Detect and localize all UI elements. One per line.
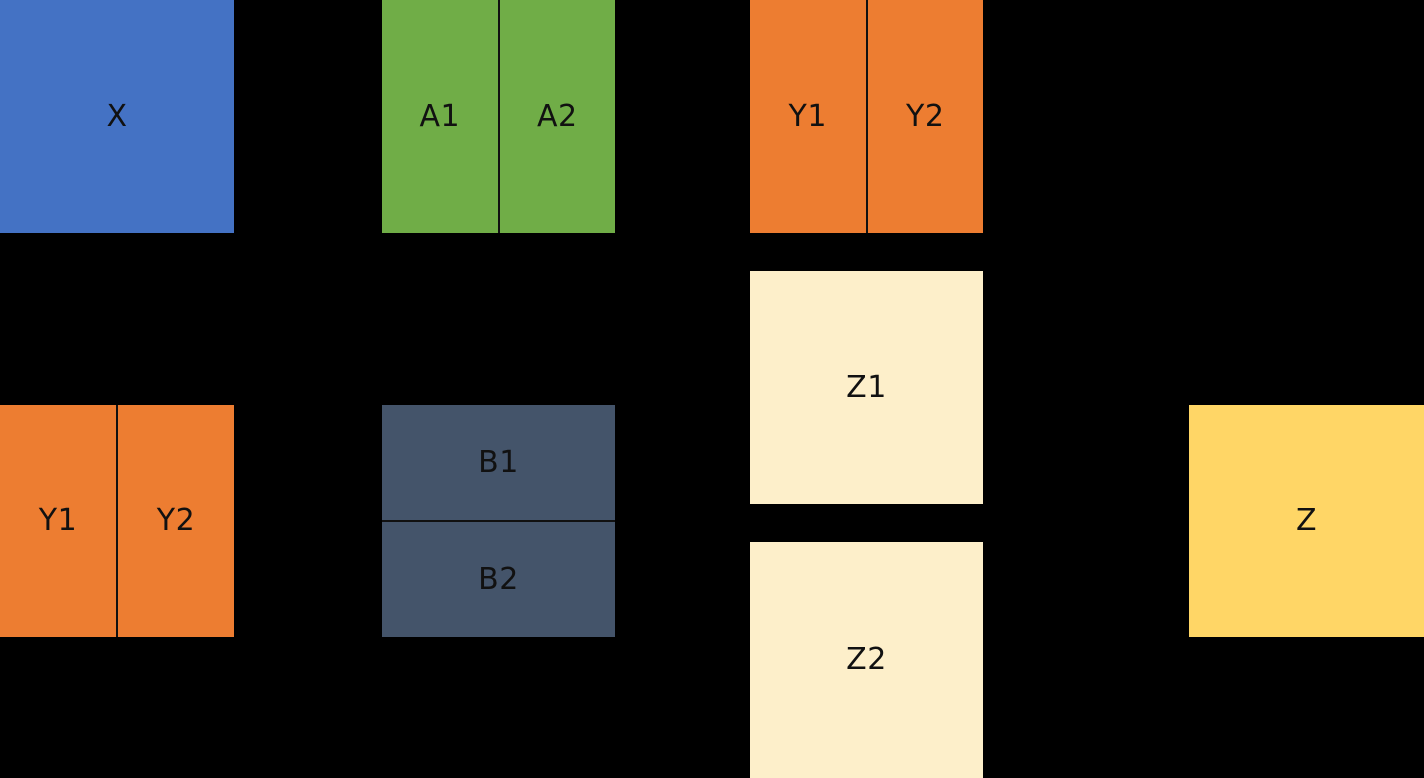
cell-x[interactable]: X — [0, 0, 234, 233]
cell-z[interactable]: Z — [1189, 405, 1424, 637]
cell-b1-label: B1 — [478, 444, 519, 480]
cell-z2-label: Z2 — [846, 642, 887, 677]
cell-y1-bottom-label: Y1 — [38, 503, 78, 538]
cell-y2-bottom-label: Y2 — [156, 503, 196, 538]
cell-y1-bottom[interactable]: Y1 — [0, 405, 116, 637]
cell-b1[interactable]: B1 — [382, 405, 615, 520]
cell-a2-label: A2 — [536, 98, 578, 134]
cell-z1-label: Z1 — [846, 369, 887, 405]
cell-x-label: X — [106, 98, 128, 134]
block-a[interactable]: A1 A2 — [382, 0, 615, 233]
cell-a2[interactable]: A2 — [497, 0, 616, 233]
cell-y2-top-label: Y2 — [906, 98, 945, 134]
cell-a1[interactable]: A1 — [382, 0, 498, 233]
cell-y2-bottom[interactable]: Y2 — [116, 405, 234, 637]
block-x[interactable]: X — [0, 0, 234, 233]
cell-y1-top-label: Y1 — [788, 98, 827, 134]
cell-b2-label: B2 — [478, 561, 519, 597]
cell-z2[interactable]: Z2 — [750, 542, 983, 778]
block-y-bottom[interactable]: Y1 Y2 — [0, 405, 234, 637]
cell-z-label: Z — [1295, 503, 1318, 538]
block-z1[interactable]: Z1 — [750, 271, 983, 504]
cell-y1-top[interactable]: Y1 — [750, 0, 866, 233]
block-z[interactable]: Z — [1189, 405, 1424, 637]
block-z2[interactable]: Z2 — [750, 542, 983, 778]
block-y-top[interactable]: Y1 Y2 — [750, 0, 983, 233]
cell-y2-top[interactable]: Y2 — [865, 0, 984, 233]
cell-z1[interactable]: Z1 — [750, 271, 983, 504]
cell-b2[interactable]: B2 — [382, 520, 615, 637]
cell-a1-label: A1 — [419, 98, 461, 134]
